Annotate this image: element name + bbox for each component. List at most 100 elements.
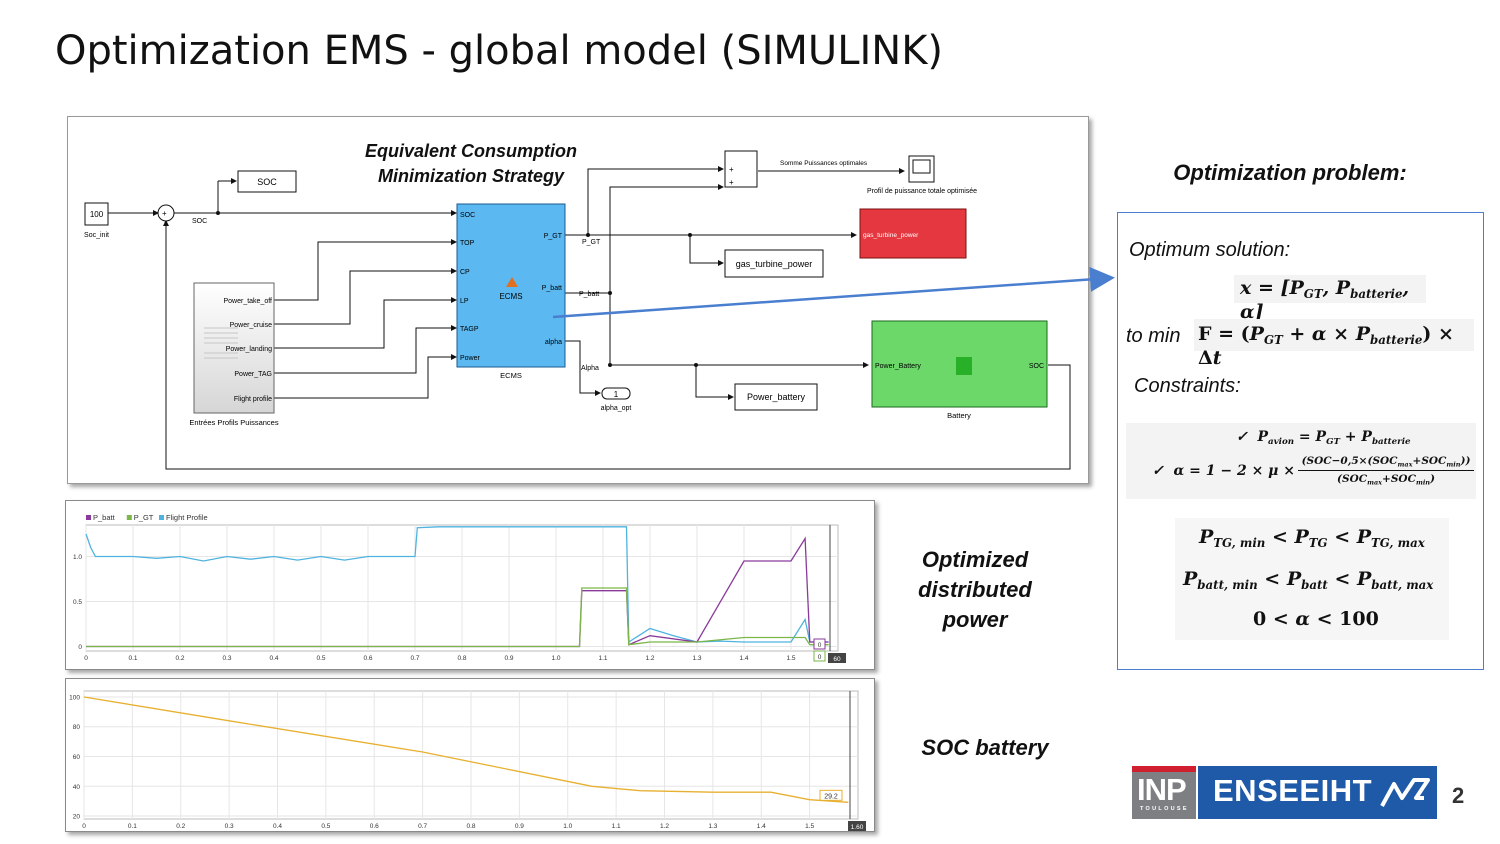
x-tick-label: 0.8	[466, 823, 475, 830]
scope-icon	[912, 159, 931, 174]
ecms-title: Equivalent Consumption Minimization Stra…	[364, 141, 577, 186]
x-tick-label: 1.0	[563, 823, 572, 830]
y-tick-label: 40	[73, 784, 81, 791]
distributed-power-label: Optimized distributed power	[918, 547, 1032, 632]
x-tick-label: 1.4	[757, 823, 766, 830]
y-tick-label: 0.5	[73, 599, 82, 606]
power-battery-label: Power_battery	[747, 392, 806, 402]
gas-turbine-subsystem[interactable]	[859, 208, 967, 259]
battery-icon	[956, 357, 972, 375]
ecms-input-label: SOC	[460, 212, 475, 219]
x-tick-label: 1.1	[612, 823, 621, 830]
input-port-label: Power_landing	[226, 346, 272, 353]
ecms-center-label: ECMS	[499, 292, 522, 301]
optimum-label: Optimum solution:	[1129, 239, 1291, 261]
enseeiht-wordmark: ENSEEIHT	[1198, 766, 1437, 819]
svg-text:+: +	[729, 165, 734, 174]
y-tick-label: 60	[73, 754, 81, 761]
x-tick-label: 0.1	[128, 655, 137, 662]
soc-scope-panel[interactable]: SOC00.10.20.30.40.50.60.70.80.91.01.11.2…	[65, 678, 875, 832]
gas-turbine-power-display[interactable]	[724, 249, 824, 278]
legend-swatch	[126, 515, 132, 520]
soc-display-label: SOC	[257, 177, 277, 187]
sum-block[interactable]	[157, 204, 175, 222]
ecms-input-label: LP	[460, 298, 469, 305]
sum-powers-block[interactable]	[724, 150, 758, 188]
ecms-output-label: P_batt	[542, 285, 562, 292]
optimization-heading: Optimization problem:	[1173, 160, 1407, 185]
ecms-input-label: Power	[460, 355, 481, 362]
simulink-model-panel[interactable]: Equivalent Consumption Minimization Stra…	[67, 116, 1089, 484]
enseeiht-logo: INP TOULOUSE ENSEEIHT	[1132, 766, 1437, 819]
x-tick-label: 1.1	[598, 655, 607, 662]
x-tick-label: 0.4	[273, 823, 282, 830]
ecms-input-label: CP	[460, 269, 470, 276]
scope-label: Profil de puissance totale optimisée	[867, 188, 977, 195]
soc-chart: SOC00.10.20.30.40.50.60.70.80.91.01.11.2…	[69, 690, 866, 831]
constraint-formulas: ✓ Pavion = PGT + Pbatterie ✓ α = 1 − 2 ×…	[1126, 423, 1476, 499]
x-tick-label: 1.2	[660, 823, 669, 830]
bound-formulas: PTG, min < PTG < PTG, max Pbatt, min < P…	[1175, 518, 1449, 640]
x-tick-label: 0.4	[269, 655, 278, 662]
x-tick-label: 0	[82, 823, 86, 830]
input-port-label: Flight profile	[234, 396, 272, 403]
objective-formula: F = (PGT + α × Pbatterie) × Δt	[1194, 319, 1474, 369]
svg-text:+: +	[162, 209, 167, 218]
alpha-signal-label: Alpha	[581, 365, 599, 372]
x-tick-label: 1.5	[786, 655, 795, 662]
sum-powers-label: Somme Puissances optimales	[780, 160, 868, 167]
inputs-block-label: Entrées Profils Puissances	[189, 418, 278, 427]
cursor-series-value-box	[813, 650, 826, 662]
x-tick-label: 0.5	[316, 655, 325, 662]
y-tick-label: 20	[73, 814, 81, 821]
legend-label: P_GT	[134, 513, 154, 522]
ecms-output-label: P_GT	[544, 233, 563, 240]
soc-display-block[interactable]	[237, 170, 297, 193]
x-tick-label: 0.3	[225, 823, 234, 830]
ecms-block-label: ECMS	[500, 371, 522, 380]
p-batt-signal-label: P_batt	[579, 291, 599, 298]
x-tick-label: 0.7	[410, 655, 419, 662]
battery-output-label: SOC	[1029, 363, 1044, 370]
soc-init-block[interactable]	[84, 202, 109, 226]
soc-battery-label: SOC battery	[921, 735, 1049, 760]
soc-value-label: 29.2	[824, 793, 838, 800]
cursor-series-value-box	[813, 638, 826, 650]
inp-logo: INP TOULOUSE	[1132, 766, 1196, 819]
x-tick-label: 1.3	[692, 655, 701, 662]
x-tick-label: 0.8	[457, 655, 466, 662]
cursor-value: 1.60	[851, 824, 864, 831]
inputs-profiles-block[interactable]	[193, 282, 275, 414]
series-line-p_gt	[86, 587, 829, 648]
soc-init-label: Soc_init	[84, 232, 109, 239]
page-title: Optimization EMS - global model (SIMULIN…	[55, 28, 944, 74]
soc-signal-label: SOC	[192, 218, 207, 225]
x-tick-label: 0.9	[515, 823, 524, 830]
svg-text:-: -	[164, 218, 167, 227]
alpha-opt-value: 1	[614, 390, 619, 399]
soc-value-box	[819, 789, 843, 801]
optimum-vector-formula: x = [PGT, Pbatterie, α]	[1234, 275, 1426, 323]
cursor-series-value: 0	[818, 642, 822, 649]
x-tick-label: 0.5	[321, 823, 330, 830]
legend-label: P_batt	[93, 513, 116, 522]
input-port-label: Power_TAG	[234, 371, 272, 378]
x-tick-label: 1.4	[739, 655, 748, 662]
x-tick-label: 1.2	[645, 655, 654, 662]
x-tick-label: 0.9	[504, 655, 513, 662]
alpha-opt-outport[interactable]	[601, 387, 631, 400]
gas-turbine-subsystem-label: gas_turbine_power	[863, 232, 919, 239]
x-tick-label: 0.2	[176, 823, 185, 830]
p-gt-signal-label: P_GT	[582, 239, 601, 246]
soc-init-value: 100	[90, 210, 104, 219]
series-line-flight-profile	[85, 526, 829, 644]
ecms-input-label: TOP	[460, 240, 475, 247]
power-battery-display[interactable]	[734, 383, 818, 411]
x-tick-label: 0.2	[175, 655, 184, 662]
x-tick-label: 0.6	[363, 655, 372, 662]
cursor-value-box	[848, 821, 866, 831]
y-tick-label: 100	[69, 694, 80, 701]
x-tick-label: 0.7	[418, 823, 427, 830]
